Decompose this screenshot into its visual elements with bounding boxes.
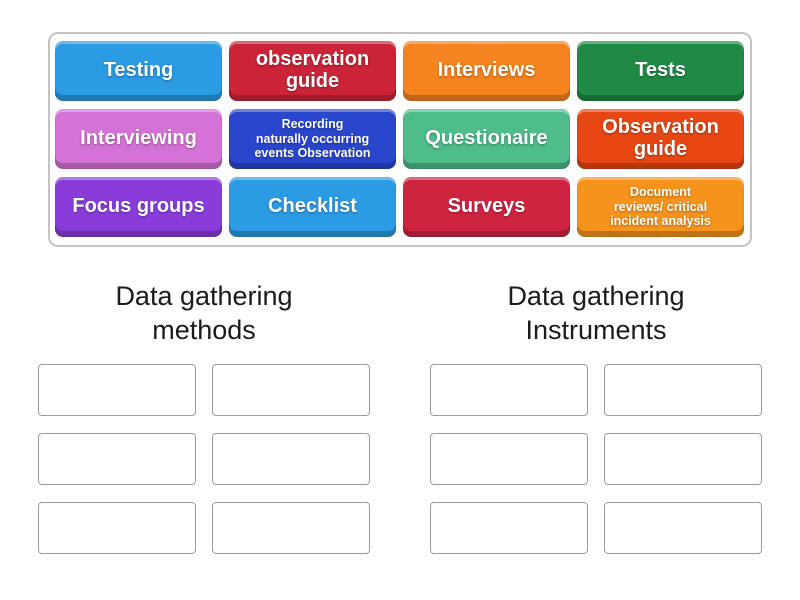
drop-slot[interactable] <box>212 363 370 416</box>
tile-surveys[interactable]: Surveys <box>403 177 570 237</box>
tile-recording-naturally-occurring-events-observation[interactable]: Recording naturally occurring events Obs… <box>229 109 396 169</box>
tile-tray: Testing observation guide Interviews Tes… <box>48 32 752 247</box>
tile-questionaire[interactable]: Questionaire <box>403 109 570 169</box>
group-title-instruments: Data gathering Instruments <box>507 281 685 345</box>
tile-tests[interactable]: Tests <box>577 41 744 101</box>
drop-slot[interactable] <box>604 501 762 554</box>
tile-interviewing[interactable]: Interviewing <box>55 109 222 169</box>
group-data-gathering-instruments: Data gathering Instruments <box>430 280 762 554</box>
tile-interviews[interactable]: Interviews <box>403 41 570 101</box>
drop-slot[interactable] <box>38 363 196 416</box>
drop-slot[interactable] <box>38 501 196 554</box>
tile-document-reviews-critical-incident-analysis[interactable]: Document reviews/ critical incident anal… <box>577 177 744 237</box>
drop-slot[interactable] <box>604 432 762 485</box>
tile-checklist[interactable]: Checklist <box>229 177 396 237</box>
tile-observation-guide[interactable]: observation guide <box>229 41 396 101</box>
drop-slot[interactable] <box>212 501 370 554</box>
drop-slot[interactable] <box>430 501 588 554</box>
slot-grid-methods <box>38 363 370 554</box>
drop-slot[interactable] <box>212 432 370 485</box>
drop-slot[interactable] <box>430 363 588 416</box>
tile-testing[interactable]: Testing <box>55 41 222 101</box>
drop-slot[interactable] <box>38 432 196 485</box>
tile-observation-guide-2[interactable]: Observation guide <box>577 109 744 169</box>
tile-focus-groups[interactable]: Focus groups <box>55 177 222 237</box>
group-data-gathering-methods: Data gathering methods <box>38 280 370 554</box>
drop-slot[interactable] <box>604 363 762 416</box>
drop-slot[interactable] <box>430 432 588 485</box>
slot-grid-instruments <box>430 363 762 554</box>
group-title-methods: Data gathering methods <box>115 281 293 345</box>
